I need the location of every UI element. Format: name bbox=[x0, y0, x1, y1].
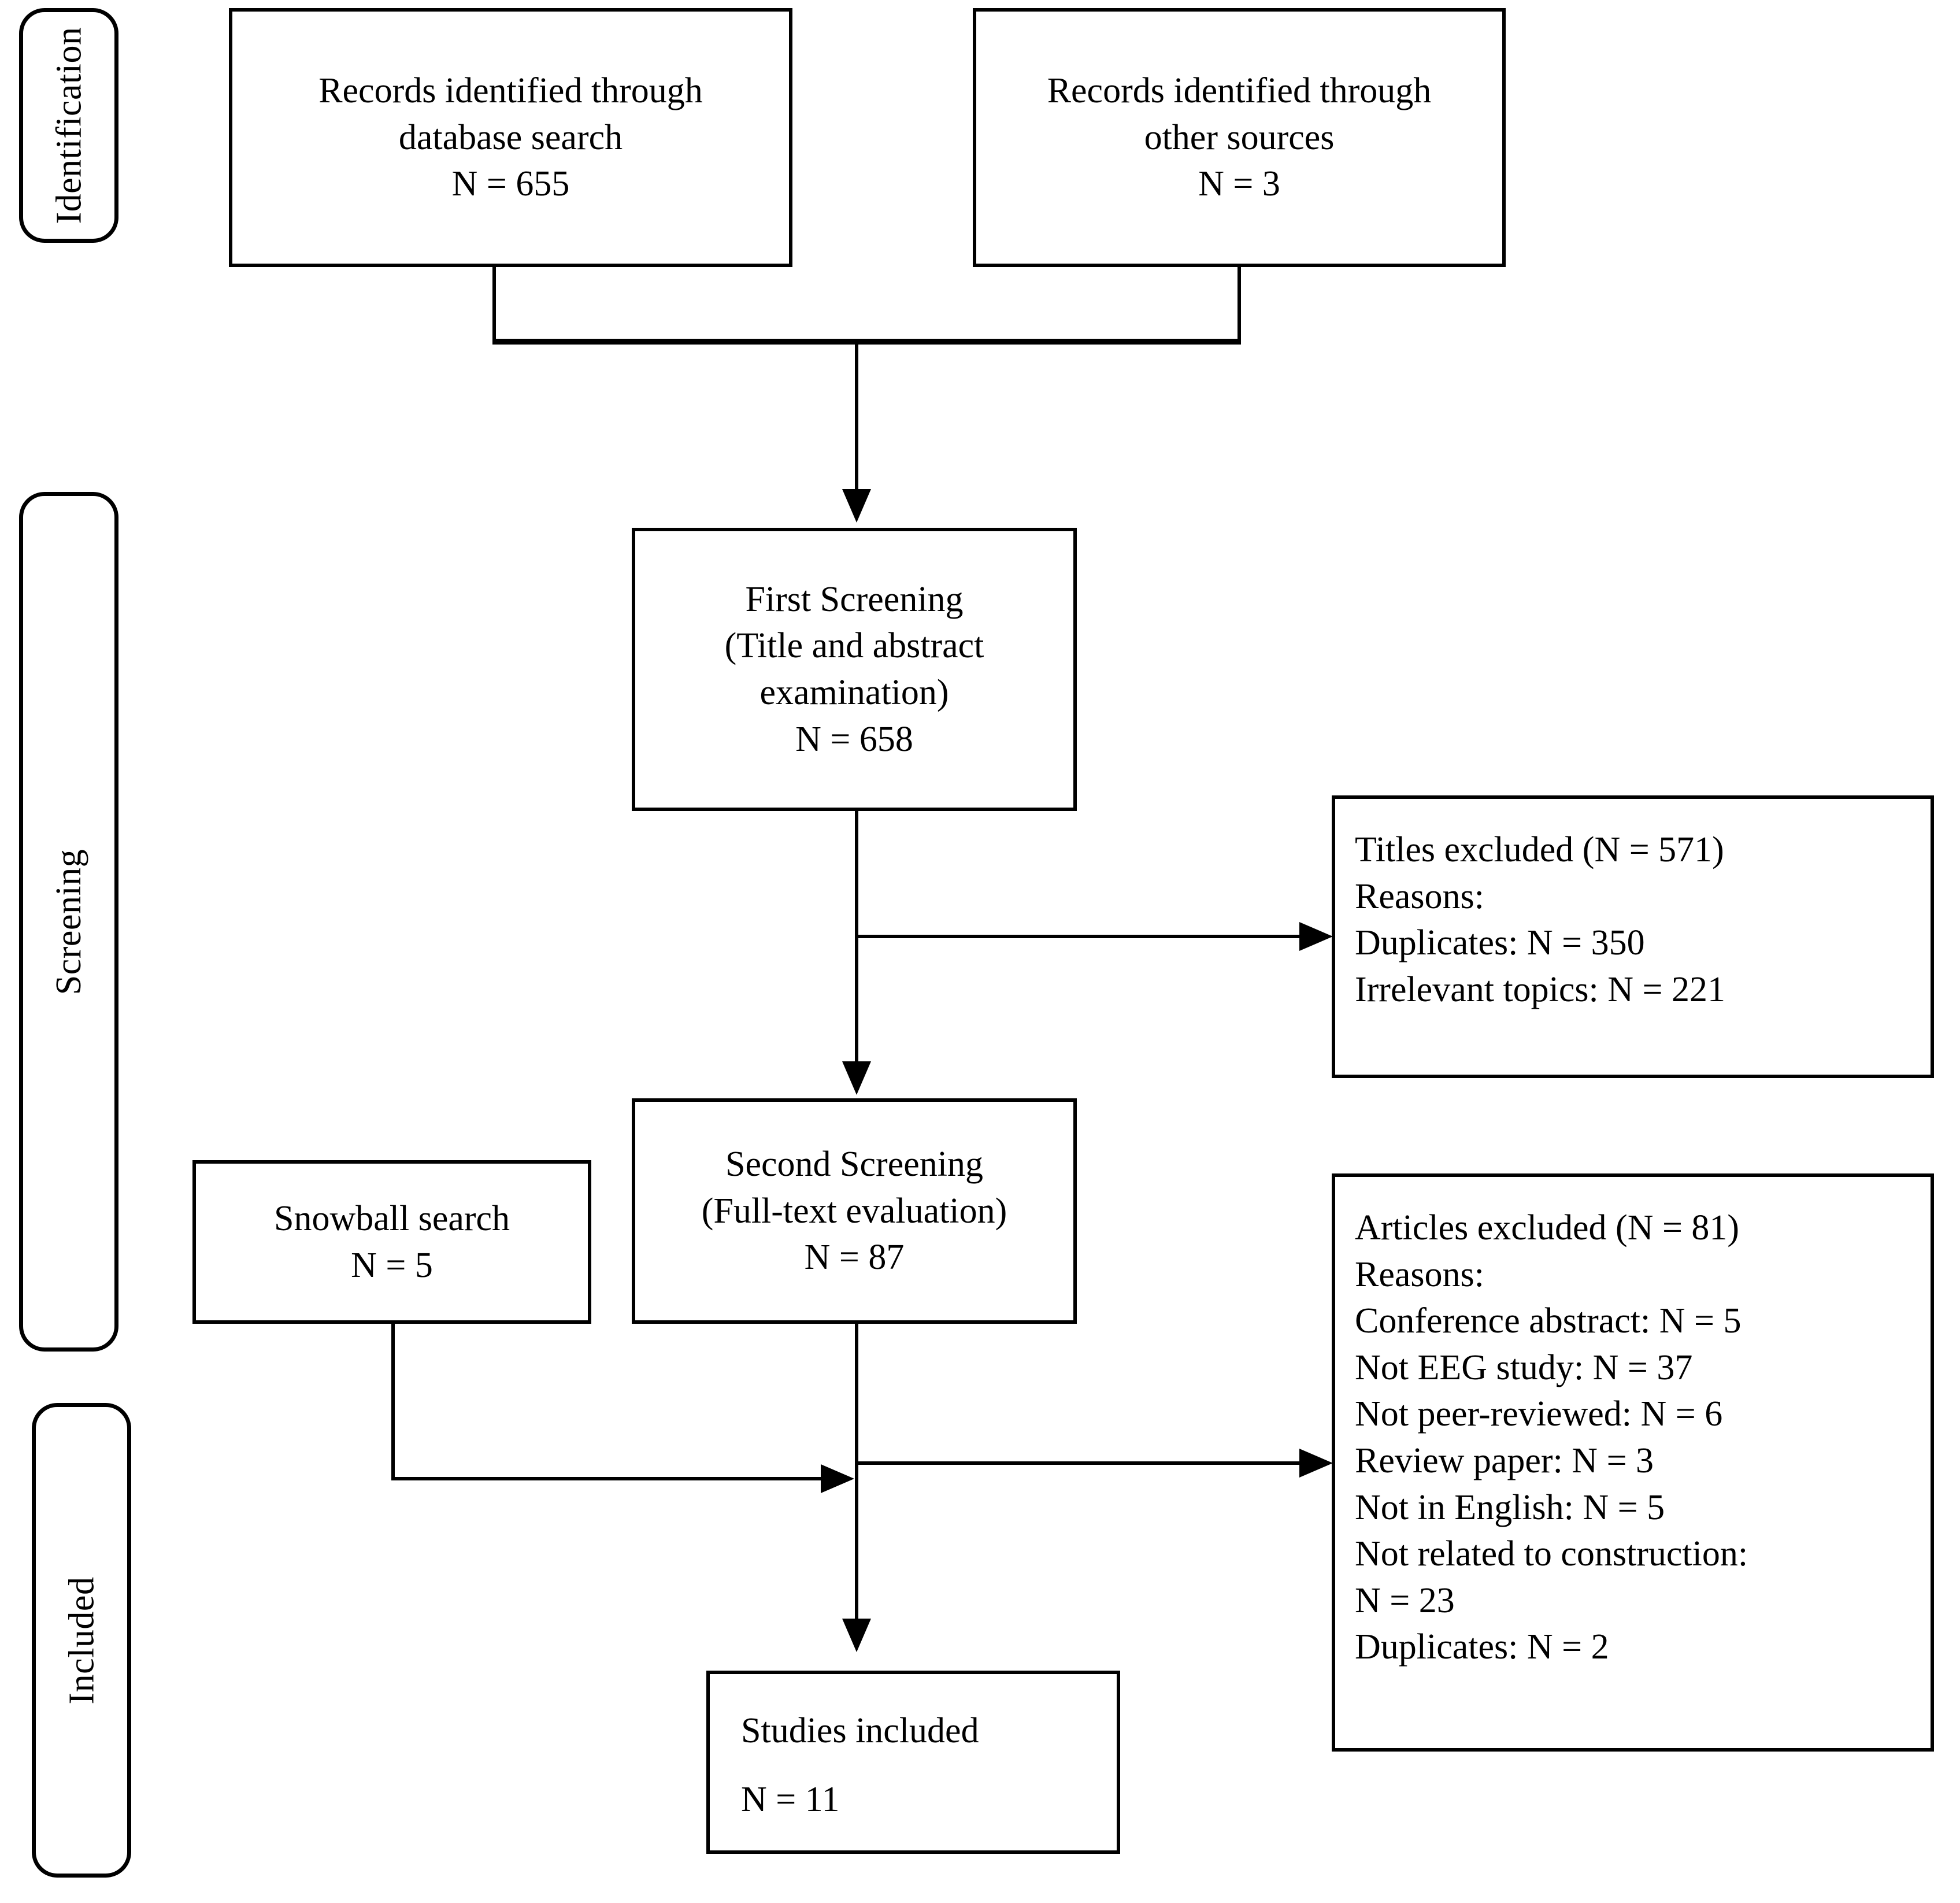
second-screening-line-2: (Full-text evaluation) bbox=[701, 1191, 1007, 1231]
database-search-line-2: database search bbox=[398, 117, 623, 157]
node-database-search: Records identified through database sear… bbox=[229, 8, 792, 267]
arrowhead-to-titles-excluded bbox=[1299, 922, 1333, 951]
studies-included-count: N = 11 bbox=[741, 1779, 840, 1819]
stage-pill-identification: Identification bbox=[19, 8, 118, 243]
snowball-search-count: N = 5 bbox=[351, 1245, 433, 1285]
titles-excluded-line-4: Irrelevant topics: N = 221 bbox=[1355, 969, 1726, 1009]
node-other-sources: Records identified through other sources… bbox=[973, 8, 1506, 267]
stage-label-included: Included bbox=[62, 1576, 102, 1704]
articles-excluded-line-1: Articles excluded (N = 81) bbox=[1355, 1208, 1740, 1247]
snowball-search-line-1: Snowball search bbox=[273, 1198, 510, 1238]
stage-pill-screening: Screening bbox=[19, 492, 118, 1352]
studies-included-spacer bbox=[721, 1754, 741, 1776]
arrowhead-to-second-screening bbox=[842, 1061, 871, 1095]
articles-excluded-line-5: Not peer-reviewed: N = 6 bbox=[1355, 1394, 1723, 1434]
database-search-line-1: Records identified through bbox=[318, 71, 703, 111]
connector-database-down bbox=[492, 267, 496, 342]
articles-excluded-line-2: Reasons: bbox=[1355, 1254, 1484, 1294]
second-screening-line-1: Second Screening bbox=[725, 1145, 983, 1184]
connector-merge-to-first-screening bbox=[855, 339, 858, 495]
articles-excluded-line-4: Not EEG study: N = 37 bbox=[1355, 1347, 1693, 1387]
first-screening-line-1: First Screening bbox=[745, 579, 964, 619]
first-screening-count: N = 658 bbox=[795, 719, 913, 759]
second-screening-count: N = 87 bbox=[804, 1238, 905, 1278]
node-second-screening: Second Screening (Full-text evaluation) … bbox=[632, 1098, 1077, 1324]
articles-excluded-line-6: Review paper: N = 3 bbox=[1355, 1441, 1654, 1480]
articles-excluded-line-7: Not in English: N = 5 bbox=[1355, 1487, 1665, 1527]
connector-merge-bar bbox=[492, 339, 1241, 345]
connector-first-to-second-screening bbox=[855, 811, 858, 1080]
connector-snowball-right bbox=[391, 1477, 825, 1480]
first-screening-line-3: examination) bbox=[759, 673, 949, 712]
stage-pill-included: Included bbox=[32, 1403, 131, 1878]
stage-label-identification: Identification bbox=[49, 27, 89, 224]
other-sources-count: N = 3 bbox=[1198, 164, 1280, 204]
connector-first-to-titles-excluded bbox=[855, 935, 1316, 938]
other-sources-line-1: Records identified through bbox=[1047, 71, 1432, 111]
first-screening-line-2: (Title and abstract bbox=[724, 626, 984, 666]
database-search-count: N = 655 bbox=[451, 164, 570, 204]
articles-excluded-line-8: Not related to construction: bbox=[1355, 1534, 1748, 1574]
connector-other-down bbox=[1237, 267, 1241, 342]
connector-second-to-included bbox=[855, 1324, 858, 1637]
articles-excluded-line-9: N = 23 bbox=[1355, 1580, 1455, 1620]
arrowhead-to-articles-excluded bbox=[1299, 1449, 1333, 1478]
articles-excluded-line-10: Duplicates: N = 2 bbox=[1355, 1627, 1609, 1667]
studies-included-line-1: Studies included bbox=[741, 1711, 979, 1750]
other-sources-line-2: other sources bbox=[1144, 117, 1335, 157]
titles-excluded-line-3: Duplicates: N = 350 bbox=[1355, 923, 1645, 963]
node-titles-excluded: Titles excluded (N = 571) Reasons: Dupli… bbox=[1332, 795, 1934, 1078]
connector-second-to-articles-excluded bbox=[855, 1461, 1316, 1465]
titles-excluded-line-2: Reasons: bbox=[1355, 876, 1484, 916]
articles-excluded-line-3: Conference abstract: N = 5 bbox=[1355, 1301, 1742, 1341]
connector-snowball-down bbox=[391, 1324, 395, 1480]
arrowhead-snowball-join bbox=[821, 1464, 854, 1493]
stage-label-screening: Screening bbox=[49, 849, 89, 995]
arrowhead-to-studies-included bbox=[842, 1619, 871, 1652]
node-snowball-search: Snowball search N = 5 bbox=[192, 1160, 591, 1324]
node-first-screening: First Screening (Title and abstract exam… bbox=[632, 528, 1077, 811]
node-articles-excluded: Articles excluded (N = 81) Reasons: Conf… bbox=[1332, 1173, 1934, 1752]
node-studies-included: Studies included N = 11 bbox=[706, 1671, 1120, 1854]
arrowhead-to-first-screening bbox=[842, 489, 871, 523]
titles-excluded-line-1: Titles excluded (N = 571) bbox=[1355, 830, 1724, 869]
